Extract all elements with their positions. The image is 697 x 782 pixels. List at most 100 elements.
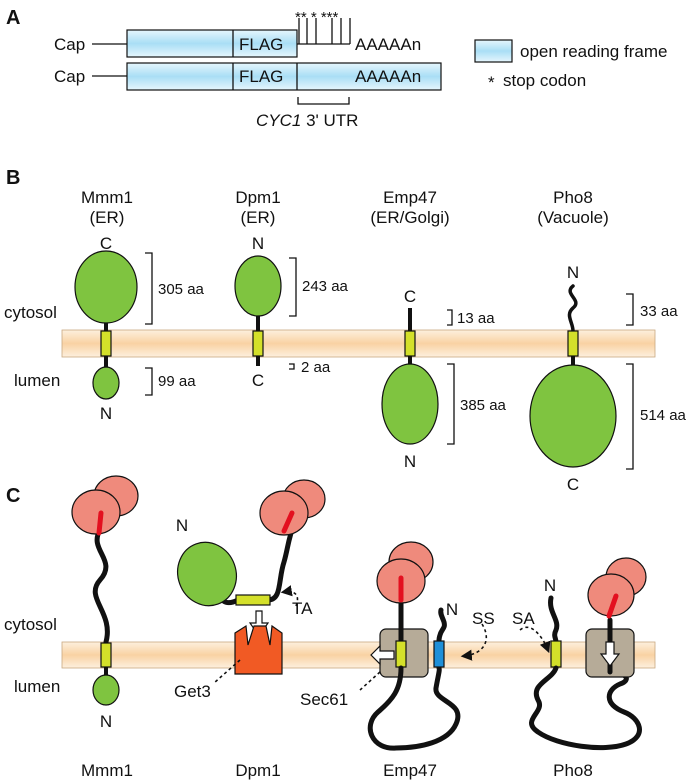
polya-label-2: AAAAAn bbox=[355, 67, 421, 86]
c-mmm1-tmd bbox=[100, 642, 112, 668]
c-pho8-n-tail bbox=[548, 595, 560, 645]
b-lumen-label: lumen bbox=[14, 371, 60, 390]
c-pho8-insertion-arrow bbox=[599, 641, 621, 667]
b-pho8-n-tail bbox=[567, 284, 578, 333]
c-get3-label: Get3 bbox=[174, 682, 211, 701]
b-dpm1: N C 243 aa 2 aa bbox=[234, 234, 349, 390]
b-emp47-top-length: 13 aa bbox=[457, 310, 495, 327]
polya-label-1: AAAAAn bbox=[355, 35, 421, 54]
panel-a: A Cap FLAG ** * *** AAAAAn Cap FLAG bbox=[6, 7, 667, 130]
b-pho8-top-terminus: N bbox=[567, 263, 579, 282]
c-pho8-tmd bbox=[550, 640, 562, 668]
c-emp47-n-tail bbox=[436, 607, 447, 643]
c-mmm1-n-terminus: N bbox=[100, 712, 112, 731]
b-location-mmm1: (ER) bbox=[90, 208, 125, 227]
c-name-mmm1: Mmm1 bbox=[81, 761, 133, 780]
c-dpm1-n-terminus: N bbox=[176, 516, 188, 535]
panel-b-label: B bbox=[6, 167, 20, 189]
b-emp47: C N 13 aa 385 aa bbox=[381, 287, 507, 471]
c-emp47-signal-sequence bbox=[433, 640, 445, 668]
b-emp47-top-bracket bbox=[447, 309, 453, 326]
c-ta-arrow bbox=[280, 585, 299, 607]
construct-with-stop: Cap FLAG ** * *** AAAAAn bbox=[54, 9, 421, 58]
legend-stop-symbol: * bbox=[488, 73, 495, 92]
c-dpm1-linker bbox=[211, 521, 297, 606]
c-dpm1-gfp-front bbox=[259, 490, 309, 536]
panel-b: B Mmm1 (ER) Dpm1 (ER) Emp47 (ER/Golgi) P… bbox=[4, 167, 687, 494]
c-pho8-n-terminus: N bbox=[544, 576, 556, 595]
legend-stop-label: stop codon bbox=[503, 71, 586, 90]
b-mmm1-cyto-domain bbox=[74, 250, 138, 324]
c-emp47: N SS Sec61 bbox=[300, 541, 495, 751]
c-sec61-leader bbox=[359, 671, 381, 691]
c-mmm1: N bbox=[71, 475, 139, 731]
b-mmm1-bottom-terminus: N bbox=[100, 404, 112, 423]
b-dpm1-top-bracket bbox=[289, 257, 297, 317]
c-emp47-tmd bbox=[395, 640, 407, 668]
c-lumen-label: lumen bbox=[14, 677, 60, 696]
c-emp47-n-terminus: N bbox=[446, 600, 458, 619]
c-pho8-gfp-tag bbox=[606, 593, 619, 619]
c-mmm1-lumen-domain bbox=[92, 674, 120, 706]
utr-bracket bbox=[297, 97, 350, 105]
b-location-pho8: (Vacuole) bbox=[537, 208, 609, 227]
legend: open reading frame * stop codon bbox=[474, 39, 667, 92]
panel-c: C cytosol lumen N N TA bbox=[4, 475, 656, 780]
b-membrane bbox=[61, 329, 656, 358]
c-mmm1-gfp-front bbox=[71, 489, 121, 535]
b-pho8-bottom-bracket bbox=[626, 363, 634, 470]
b-dpm1-bottom-terminus: C bbox=[252, 371, 264, 390]
c-mmm1-gfp-tag bbox=[96, 510, 104, 536]
b-location-emp47: (ER/Golgi) bbox=[370, 208, 449, 227]
b-pho8-top-bracket bbox=[626, 293, 634, 326]
panel-a-label: A bbox=[6, 7, 20, 29]
b-mmm1: C N 305 aa 99 aa bbox=[74, 234, 205, 423]
c-sec61-lateral-arrow bbox=[370, 644, 395, 666]
utr-gene-name: CYC1 bbox=[256, 111, 301, 130]
b-emp47-bottom-bracket bbox=[447, 363, 455, 445]
c-dpm1-gfp-tag bbox=[281, 510, 295, 534]
b-pho8-bottom-length: 514 aa bbox=[640, 407, 687, 424]
b-name-mmm1: Mmm1 bbox=[81, 188, 133, 207]
b-mmm1-top-terminus: C bbox=[100, 234, 112, 253]
c-sec61-label: Sec61 bbox=[300, 690, 348, 709]
b-name-pho8: Pho8 bbox=[553, 188, 593, 207]
c-cytosol-label: cytosol bbox=[4, 615, 57, 634]
b-emp47-top-terminus: C bbox=[404, 287, 416, 306]
panel-c-label: C bbox=[6, 485, 20, 507]
b-emp47-bottom-length: 385 aa bbox=[460, 397, 507, 414]
b-dpm1-top-terminus: N bbox=[252, 234, 264, 253]
b-pho8-lumen-domain bbox=[529, 364, 617, 468]
b-pho8: N C 33 aa 514 aa bbox=[529, 263, 687, 494]
c-pho8-lumen-chain bbox=[529, 665, 642, 751]
c-ta-label: TA bbox=[292, 599, 313, 618]
legend-orf-label: open reading frame bbox=[520, 42, 667, 61]
b-dpm1-top-length: 243 aa bbox=[302, 278, 349, 295]
b-pho8-bottom-terminus: C bbox=[567, 475, 579, 494]
b-emp47-bottom-terminus: N bbox=[404, 452, 416, 471]
c-membrane bbox=[61, 641, 656, 669]
c-dpm1: N TA Get3 bbox=[174, 479, 326, 701]
flag-label-2: FLAG bbox=[239, 67, 283, 86]
c-name-pho8: Pho8 bbox=[553, 761, 593, 780]
b-pho8-top-length: 33 aa bbox=[640, 303, 678, 320]
utr-suffix: 3' UTR bbox=[301, 111, 358, 130]
b-dpm1-bottom-length: 2 aa bbox=[301, 359, 331, 376]
b-emp47-tmd bbox=[404, 330, 416, 357]
b-mmm1-tmd bbox=[100, 330, 112, 357]
stop-codon-marks: ** * *** bbox=[295, 9, 339, 26]
b-mmm1-top-length: 305 aa bbox=[158, 281, 205, 298]
b-dpm1-bottom-bracket bbox=[289, 363, 295, 370]
legend-orf-swatch bbox=[474, 39, 513, 63]
c-pho8: N SA bbox=[512, 557, 647, 751]
b-dpm1-tmd bbox=[252, 330, 264, 357]
orf-box-2 bbox=[126, 62, 442, 91]
c-emp47-lumen-chain bbox=[367, 665, 461, 751]
c-dpm1-cyto-domain bbox=[177, 541, 237, 607]
utr-label: CYC1 3' UTR bbox=[256, 111, 358, 130]
b-pho8-tmd bbox=[567, 330, 579, 357]
b-mmm1-lumen-domain bbox=[92, 366, 120, 400]
b-name-dpm1: Dpm1 bbox=[235, 188, 280, 207]
c-sa-label: SA bbox=[512, 609, 535, 628]
